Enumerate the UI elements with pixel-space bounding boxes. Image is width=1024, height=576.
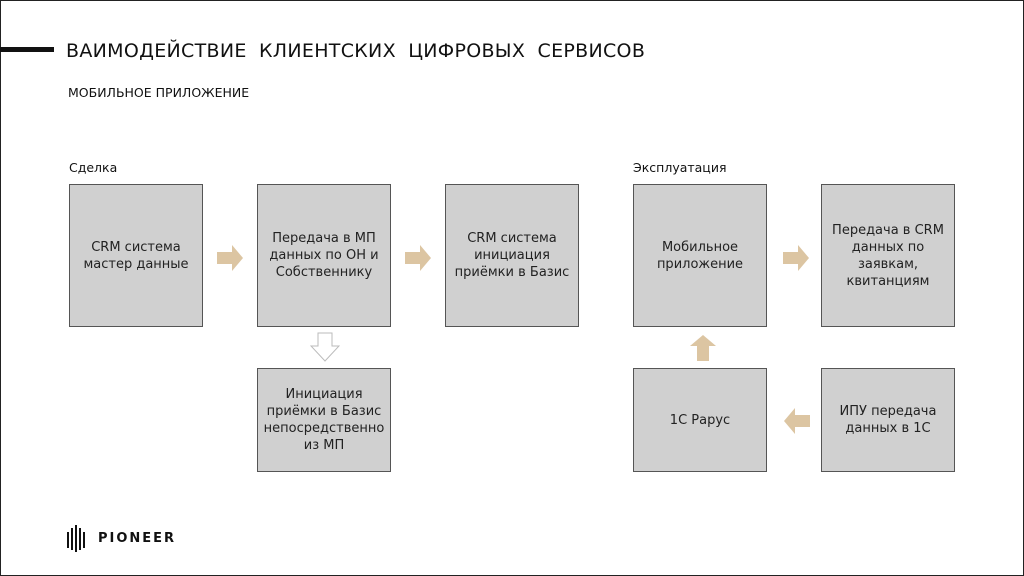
pioneer-logo: PIONEER [66, 524, 176, 552]
arrow-up-icon [690, 335, 716, 361]
box-init-mp: Инициация приёмки в Базис непосредственн… [257, 368, 391, 472]
box-mobile-app: Мобильное приложение [633, 184, 767, 327]
pioneer-logo-icon [67, 525, 85, 552]
section-operation-label: Эксплуатация [633, 160, 727, 175]
box-crm-init: CRM система инициация приёмки в Базис [445, 184, 579, 327]
arrow-right-icon [217, 245, 243, 271]
arrow-down-icon [310, 332, 340, 362]
box-ipu: ИПУ передача данных в 1С [821, 368, 955, 472]
box-rarus: 1С Рарус [633, 368, 767, 472]
pioneer-logo-text: PIONEER [98, 530, 177, 546]
page-subtitle: МОБИЛЬНОЕ ПРИЛОЖЕНИЕ [68, 85, 250, 100]
arrow-right-icon [783, 245, 809, 271]
box-transfer-crm: Передача в CRM данных по заявкам, квитан… [821, 184, 955, 327]
title-accent-bar [0, 47, 54, 52]
section-deal-label: Сделка [69, 160, 118, 175]
box-crm-master: CRM система мастер данные [69, 184, 203, 327]
arrow-left-icon [784, 408, 810, 434]
box-transfer-mp: Передача в МП данных по ОН и Собственник… [257, 184, 391, 327]
page-title: ВАИМОДЕЙСТВИЕ КЛИЕНТСКИХ ЦИФРОВЫХ СЕРВИС… [66, 40, 646, 62]
arrow-right-icon [405, 245, 431, 271]
